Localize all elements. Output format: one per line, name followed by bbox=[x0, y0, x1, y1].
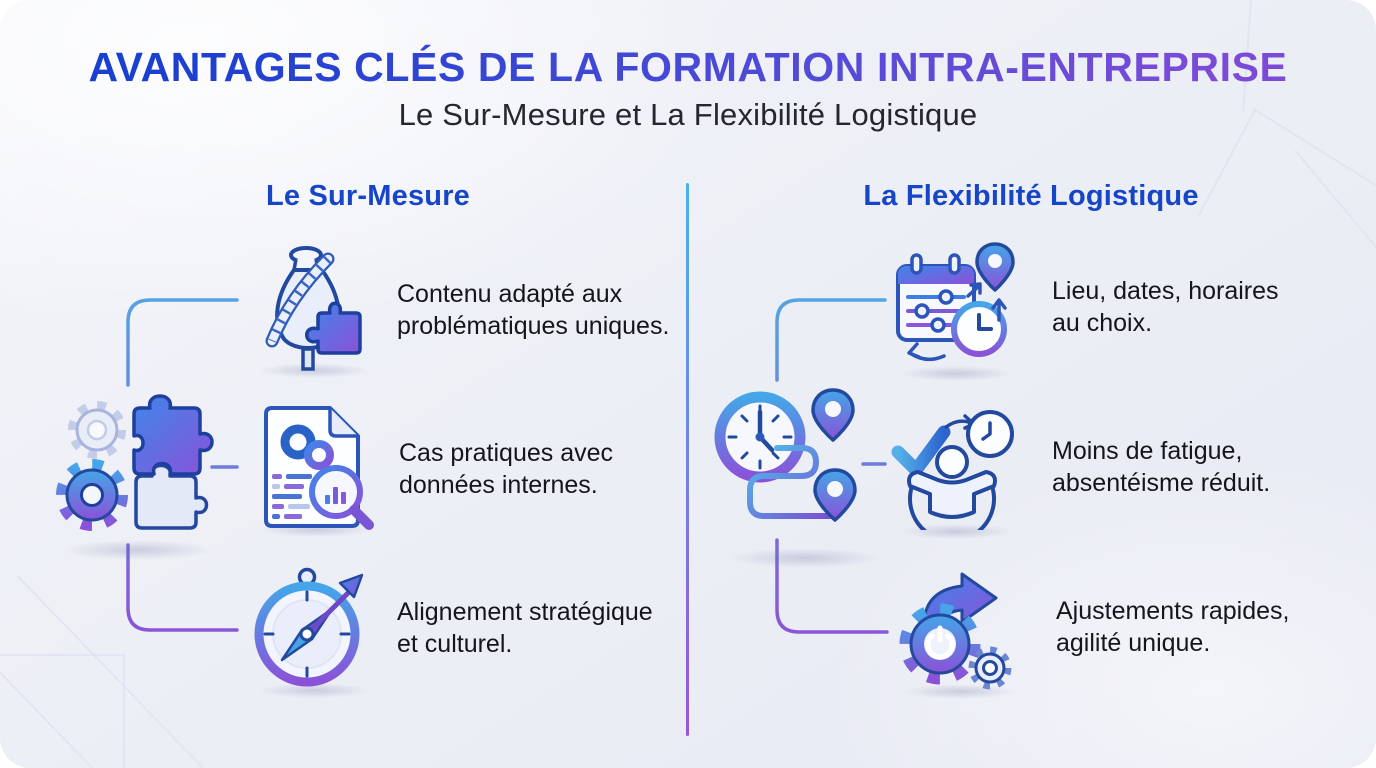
column-divider bbox=[686, 183, 689, 736]
gears-puzzle-illustration bbox=[56, 394, 214, 531]
benefit-item: Lieu, dates, horaires au choix. bbox=[886, 240, 1326, 381]
benefit-text: Ajustements rapides, agilité unique. bbox=[1056, 597, 1290, 657]
benefit-item: Alignement stratégique et culturel. bbox=[246, 561, 686, 701]
benefit-item: Contenu adapté aux problématiques unique… bbox=[246, 243, 686, 383]
benefit-item: Cas pratiques avec données internes. bbox=[248, 402, 688, 542]
clock-route-pins-illustration bbox=[714, 388, 857, 522]
benefit-text: Alignement stratégique et culturel. bbox=[397, 598, 653, 658]
benefit-item: Moins de fatigue, absentéisme réduit. bbox=[886, 400, 1326, 540]
icon-shadow bbox=[900, 366, 1012, 381]
benefit-text: Moins de fatigue, absentéisme réduit. bbox=[1052, 437, 1271, 497]
illustration-shadow bbox=[62, 540, 212, 560]
compass-dart-icon bbox=[254, 567, 364, 687]
illustration-shadow bbox=[730, 548, 880, 568]
left-connector-lines bbox=[126, 298, 239, 632]
page-subtitle: Le Sur-Mesure et La Flexibilité Logistiq… bbox=[398, 97, 978, 132]
gears-arrow-icon bbox=[899, 572, 1012, 690]
page-title: AVANTAGES CLÉS DE LA FORMATION INTRA-ENT… bbox=[0, 44, 1376, 91]
deco-line bbox=[0, 640, 123, 768]
benefit-item: Ajustements rapides, agilité unique. bbox=[890, 560, 1330, 700]
right-connector-lines bbox=[775, 298, 889, 634]
right-column-heading: La Flexibilité Logistique bbox=[863, 180, 1199, 212]
benefit-text: Cas pratiques avec données internes. bbox=[399, 439, 614, 499]
mannequin-tape-puzzle-icon bbox=[265, 246, 362, 371]
icon-shadow bbox=[258, 683, 370, 698]
benefit-text: Lieu, dates, horaires au choix. bbox=[1052, 277, 1279, 337]
left-column-heading: Le Sur-Mesure bbox=[265, 180, 471, 212]
person-check-clock-icon bbox=[891, 410, 1014, 530]
calendar-pin-clock-icon bbox=[896, 242, 1015, 362]
deco-line bbox=[123, 654, 125, 768]
deco-line bbox=[0, 654, 124, 656]
document-analysis-icon bbox=[264, 406, 374, 530]
benefit-text: Contenu adapté aux problématiques unique… bbox=[397, 280, 670, 340]
deco-line bbox=[1294, 150, 1376, 251]
